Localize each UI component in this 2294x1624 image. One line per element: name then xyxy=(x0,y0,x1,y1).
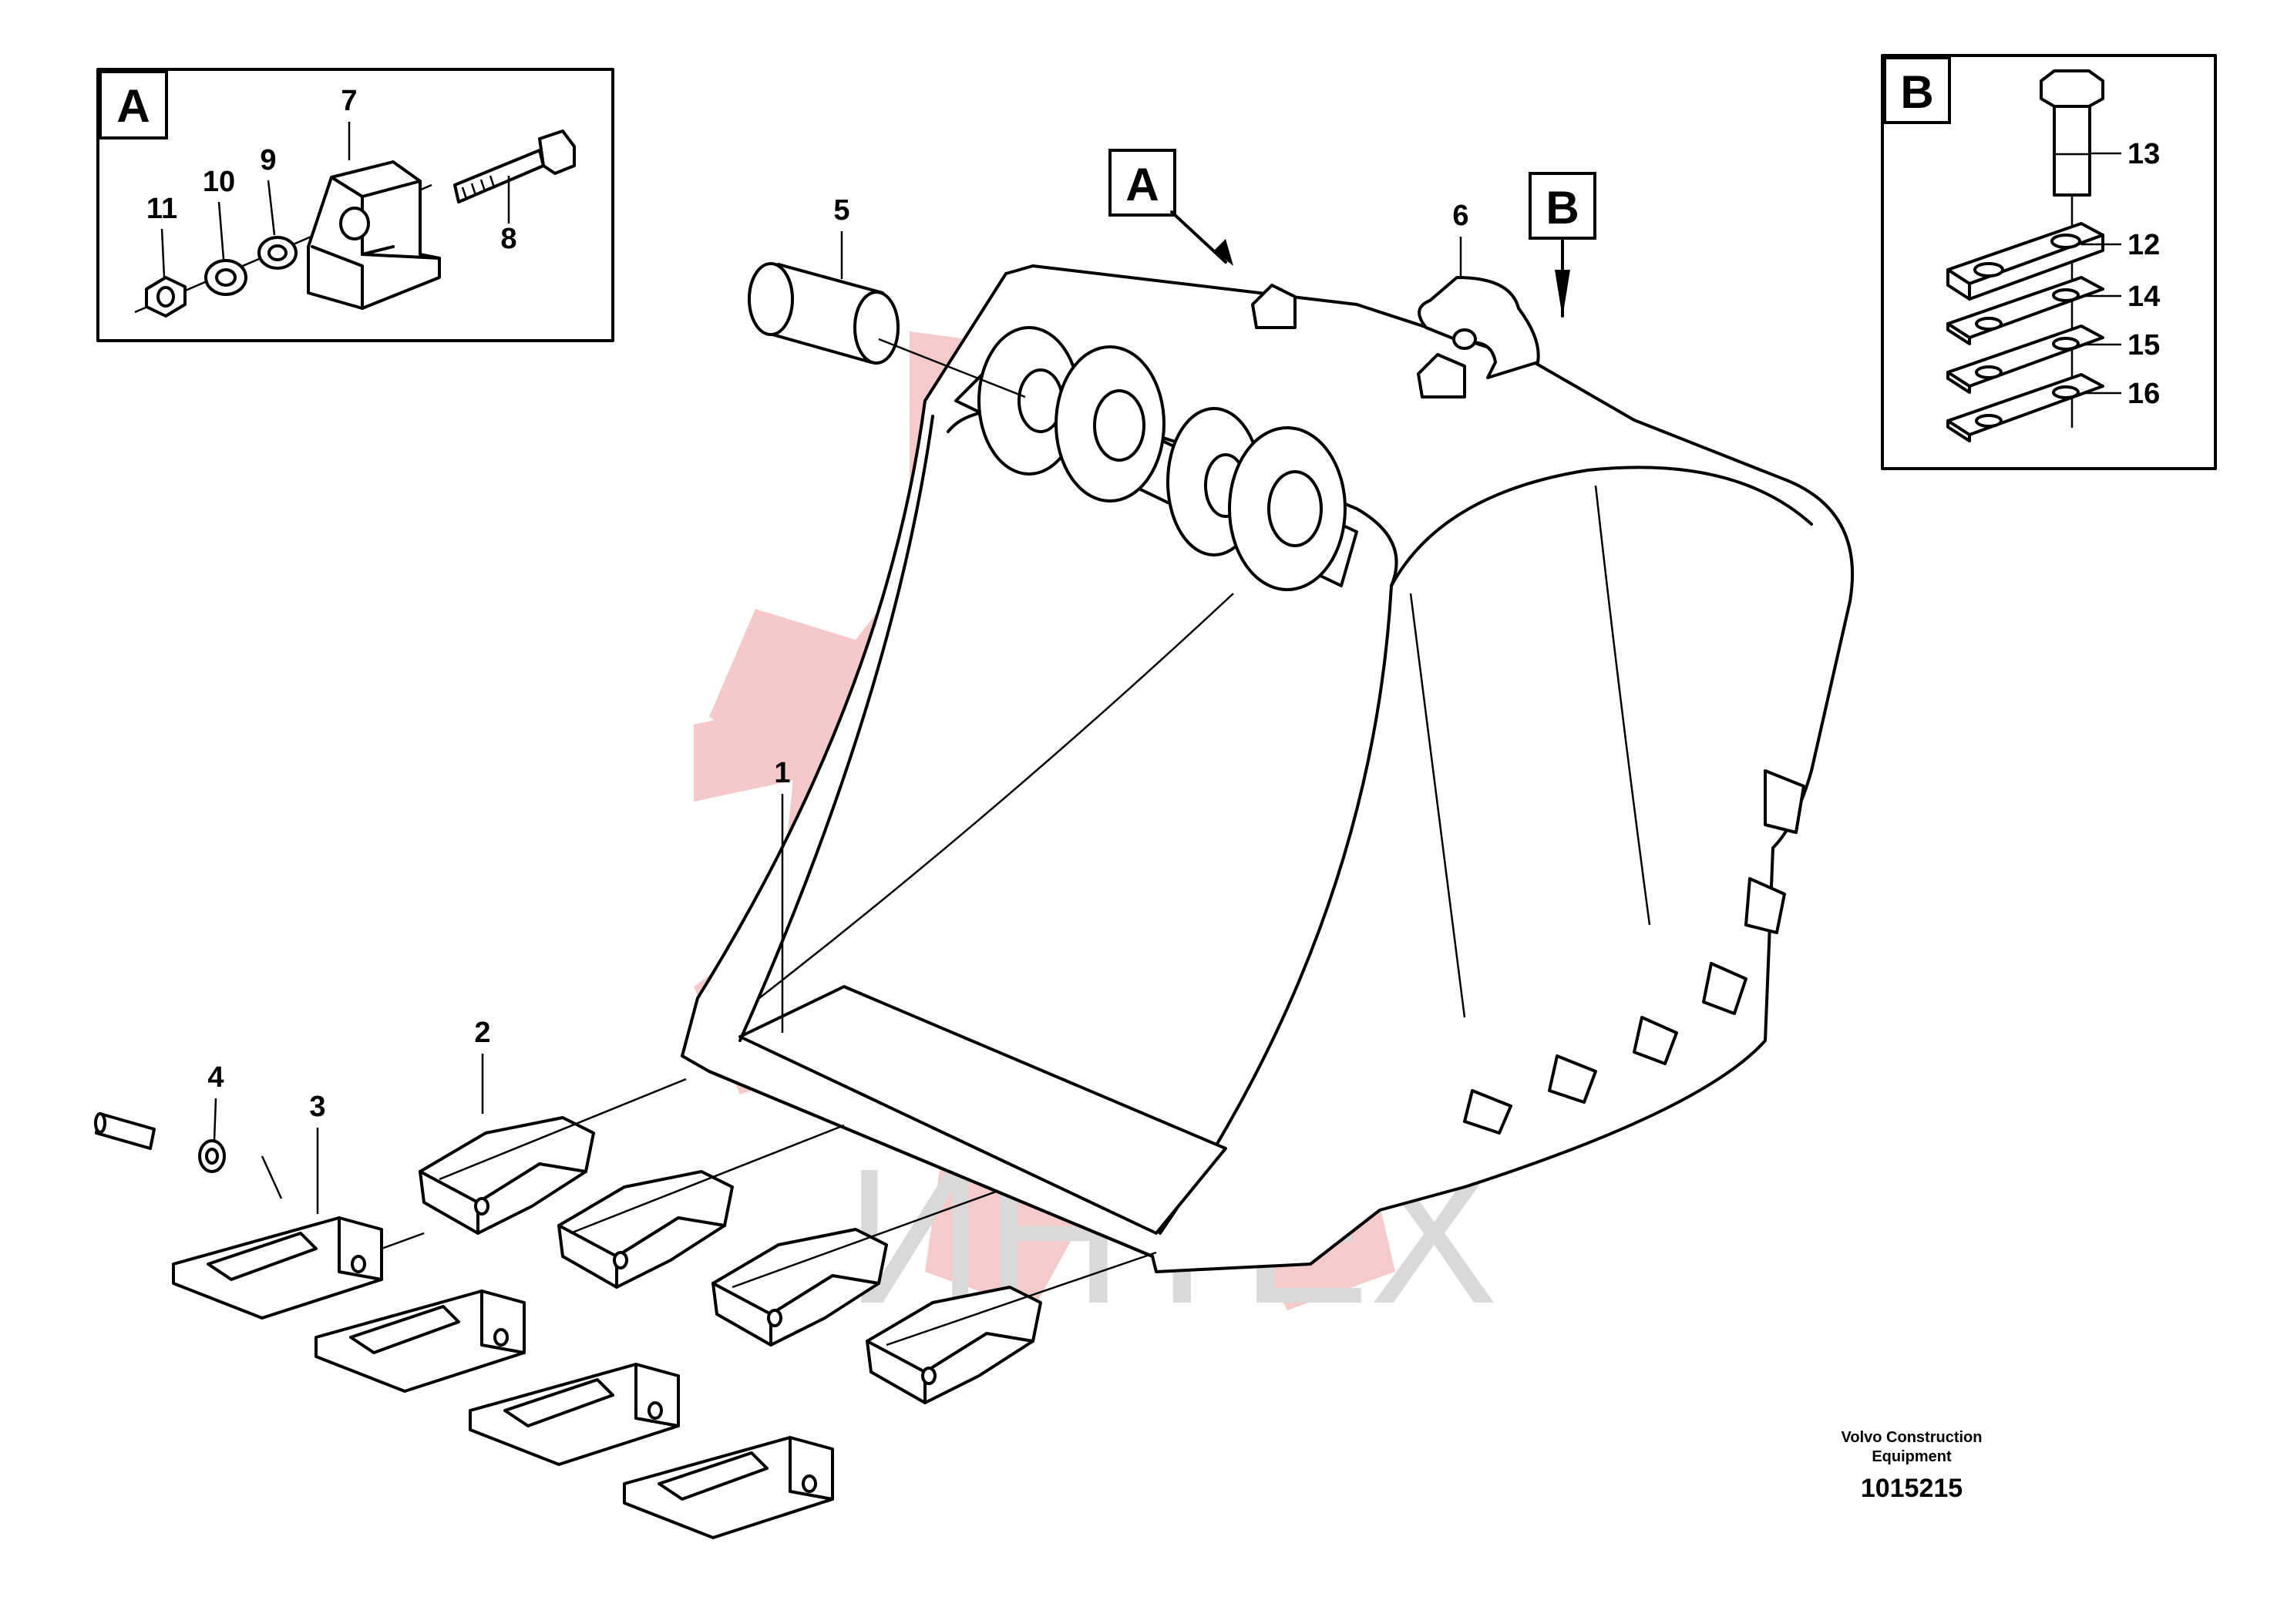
part-label-3: 3 xyxy=(309,1091,325,1123)
part-label-11: 11 xyxy=(146,193,177,225)
bucket-side-panel xyxy=(1409,593,1466,1018)
wear-strip-4 xyxy=(1633,1016,1678,1065)
part-label-16: 16 xyxy=(2128,378,2160,410)
bucket-side-panel-2 xyxy=(1594,485,1651,926)
inset-a-tag-letter: A xyxy=(116,80,150,132)
pin-axis xyxy=(878,338,1026,398)
part-label-14: 14 xyxy=(2128,281,2160,313)
assembly-line-4 xyxy=(886,1251,1157,1347)
inset-b-tag xyxy=(1883,56,1951,124)
wear-strip-3 xyxy=(1702,962,1747,1015)
callout-a-letter: A xyxy=(1125,159,1159,210)
credit-line-1: Volvo Construction xyxy=(1842,1429,1983,1446)
tooth-part-3-a xyxy=(172,1216,383,1320)
nut-part-11 xyxy=(145,276,187,318)
bolt-part-13 xyxy=(2040,69,2104,197)
part-label-12: 12 xyxy=(2128,229,2160,261)
cutting-edge xyxy=(738,985,1227,1235)
hook-hole xyxy=(1452,328,1477,350)
adapter-part-2-a xyxy=(419,1116,595,1235)
bucket-floor-curve xyxy=(758,593,1234,999)
document-number: 1015215 xyxy=(1861,1474,1963,1503)
credit-line-2: Equipment xyxy=(1872,1448,1952,1465)
tooth-part-3-d xyxy=(623,1436,834,1539)
wear-strip-1 xyxy=(1764,769,1805,834)
adapter-part-2-c xyxy=(711,1228,888,1347)
part-label-8: 8 xyxy=(500,223,516,255)
shim-part-16 xyxy=(1946,373,2104,442)
part-label-6: 6 xyxy=(1452,200,1468,232)
inset-b-tag-letter: B xyxy=(1900,66,1933,118)
leader-10 xyxy=(217,201,225,260)
lug-2 xyxy=(1054,345,1166,503)
bucket-right-edge xyxy=(1159,584,1393,1235)
part-label-9: 9 xyxy=(260,144,276,177)
bracket-a-on-bucket xyxy=(1251,284,1297,329)
inset-a-tag xyxy=(99,70,168,140)
adapter-part-2-d xyxy=(866,1286,1042,1404)
hook-part-6 xyxy=(1418,276,1540,379)
callout-a: A xyxy=(1108,149,1233,266)
pin-part-5 xyxy=(748,262,1026,398)
lug-4 xyxy=(1228,426,1347,591)
block-part-7 xyxy=(307,160,441,310)
part-label-13: 13 xyxy=(2128,138,2160,170)
assembly-line-1 xyxy=(439,1078,687,1181)
inset-b-frame xyxy=(1881,54,2217,470)
part-label-10: 10 xyxy=(203,166,235,198)
callout-b: B xyxy=(1529,172,1596,318)
bolt-part-8 xyxy=(453,129,576,203)
wear-strip-5 xyxy=(1548,1054,1597,1104)
part-label-4: 4 xyxy=(207,1061,224,1094)
part-label-15: 15 xyxy=(2128,329,2160,361)
inset-a-frame xyxy=(96,68,614,342)
part-label-7: 7 xyxy=(341,85,357,117)
bucket-side-rim xyxy=(1390,466,1813,587)
assembly-line-2 xyxy=(570,1124,845,1235)
part-label-2: 2 xyxy=(474,1017,490,1049)
adapter-part-2-b xyxy=(557,1170,734,1289)
wear-strip-2 xyxy=(1744,877,1786,934)
tooth-part-3-b xyxy=(314,1289,526,1393)
assembly-line-3 xyxy=(732,1189,999,1289)
leader-9 xyxy=(267,180,276,236)
washer-part-10 xyxy=(204,259,247,296)
callout-b-letter: B xyxy=(1546,182,1579,234)
lug-1 xyxy=(977,326,1081,476)
shim-part-15 xyxy=(1946,324,2104,394)
wear-strip-6 xyxy=(1463,1089,1512,1135)
inset-b: B xyxy=(1881,54,2217,470)
part-label-5: 5 xyxy=(833,194,849,227)
plate-part-12 xyxy=(1946,222,2104,301)
leader-4 xyxy=(213,1098,217,1142)
tooth-part-3-c xyxy=(469,1363,680,1466)
assembly-line-6 xyxy=(261,1155,283,1199)
cutting-edge-front xyxy=(708,1070,1154,1258)
inset-a: A xyxy=(96,68,614,342)
bucket-body-part-1 xyxy=(681,264,1855,1273)
retainer-pin-part-4 xyxy=(94,1112,226,1173)
leader-11 xyxy=(160,228,166,278)
part-label-1: 1 xyxy=(774,757,790,789)
bracket-b-lower xyxy=(1417,353,1466,398)
shim-part-14 xyxy=(1946,276,2104,345)
bucket-outline xyxy=(681,264,1855,1273)
washer-part-9 xyxy=(257,236,298,270)
assembly-line-5 xyxy=(381,1232,425,1250)
